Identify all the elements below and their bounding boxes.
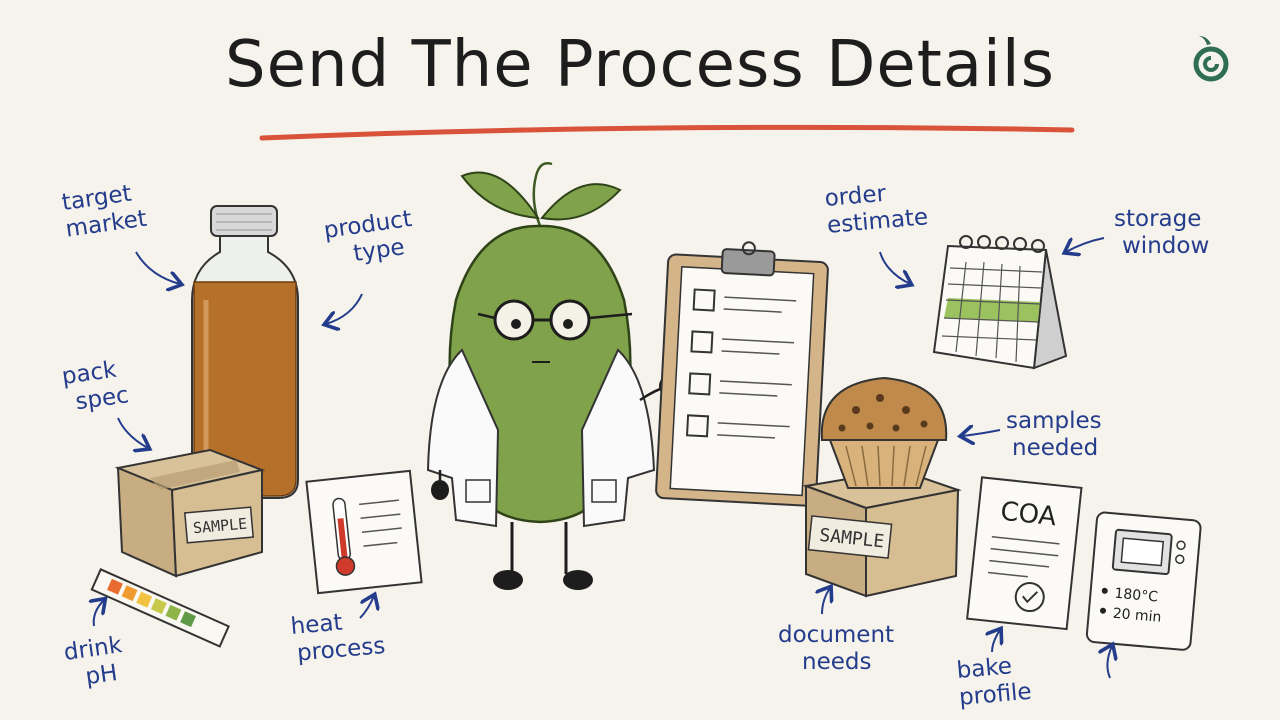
arrow-pack-spec [117,417,148,448]
scientist-character [426,162,677,590]
sample-box-left-label: SAMPLE [192,515,248,538]
coa-document-icon: COA [966,476,1083,631]
arrow-bake-profile [992,630,1000,653]
arrow-heat-process [359,596,374,619]
oven-thermostat-icon: 180°C 20 min [1085,511,1202,651]
oven-temperature: 180°C [1114,586,1159,606]
label-bake-profile: bake profile [955,653,1033,711]
arrow-product-type [326,293,363,324]
arrow-order-estimate [879,251,910,284]
coa-label: COA [999,497,1058,533]
label-drink-ph: drink pH [62,632,124,691]
bottle-icon [191,205,299,499]
label-document-needs: document needs [778,622,895,675]
sample-box-left-icon: SAMPLE [114,448,266,578]
arrow-oven [1107,646,1112,679]
ph-strip-icon [90,568,230,648]
label-heat-process: heat process [289,609,387,667]
brand-logo-icon [1193,36,1229,82]
page-title: Send The Process Details [225,28,1055,102]
oven-time: 20 min [1112,606,1162,626]
arrow-drink-ph [94,600,104,627]
calendar-icon [932,235,1068,370]
arrow-storage-window [1066,237,1105,252]
label-pack-spec: pack spec [60,356,131,416]
label-samples-needed: samples needed [1006,408,1102,461]
clipboard-checklist-icon [655,241,829,507]
arrow-samples-needed [962,430,1001,436]
label-storage-window: storage window [1114,206,1210,259]
thermometer-card-icon [305,469,423,595]
arrow-target-market [135,251,180,284]
label-order-estimate: order estimate [823,180,930,239]
arrow-document-needs [822,588,830,615]
title-underline [259,124,1075,141]
muffin-icon [820,376,948,489]
label-target-market: target market [60,180,149,243]
